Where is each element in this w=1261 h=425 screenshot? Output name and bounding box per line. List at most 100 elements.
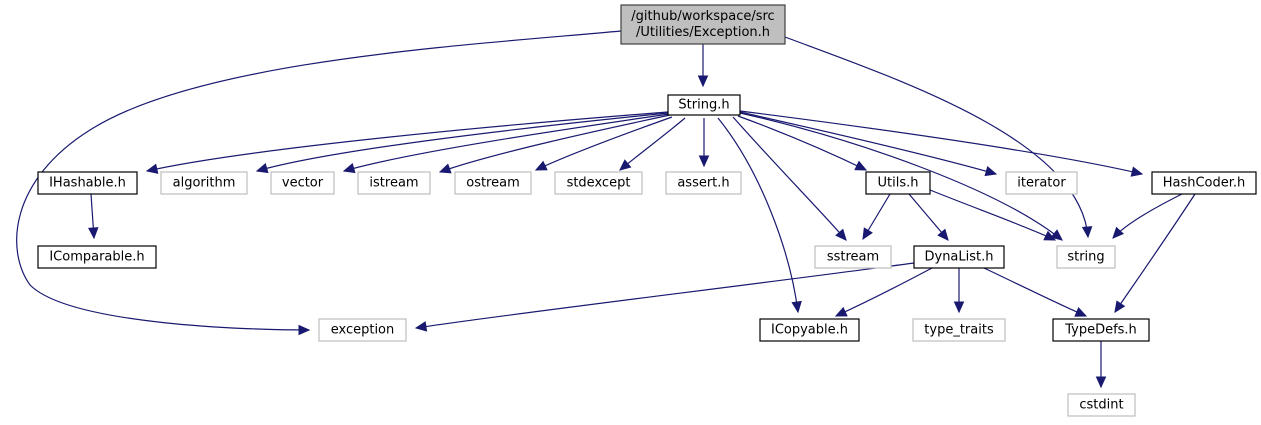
node-box (357, 171, 431, 195)
node-istream: istream (357, 171, 431, 195)
edge-String-to-iterator (739, 111, 998, 177)
edge-line (739, 112, 1063, 241)
edge-String-to-ostream (534, 116, 673, 171)
edge-String-to-istream (438, 114, 671, 174)
node-box (454, 171, 532, 195)
edge-Utils-to-DynaList (908, 193, 949, 241)
node-box (1067, 393, 1136, 417)
node-assert: assert.h (665, 171, 742, 195)
arrowhead-icon (1130, 166, 1144, 177)
node-sstream: sstream (814, 245, 892, 269)
edge-line (1112, 193, 1183, 239)
arrowhead-icon (698, 155, 710, 168)
node-box (37, 171, 138, 195)
node-type-traits: type_traits (912, 318, 1006, 342)
arrowhead-icon (953, 301, 965, 314)
node-icopyable[interactable]: ICopyable.h (759, 318, 860, 342)
node-iterator: iterator (1005, 171, 1078, 195)
node-label: vector (282, 176, 324, 191)
edge-line (535, 116, 673, 171)
node-utils[interactable]: Utils.h (865, 171, 931, 195)
node-label: stdexcept (567, 176, 631, 191)
node-icomparable[interactable]: IComparable.h (37, 245, 157, 269)
node-box (814, 245, 892, 269)
node-label: type_traits (924, 323, 994, 338)
node-label: ostream (466, 176, 520, 191)
node-box (913, 245, 1005, 269)
edge-line (739, 110, 1143, 175)
arrowhead-icon (854, 160, 868, 171)
edge-TypeDefs-to-cstdint (1095, 341, 1107, 389)
edge-root-to-String (697, 44, 709, 88)
node-box (665, 171, 742, 195)
arrowhead-icon (984, 166, 998, 177)
node-ostream: ostream (454, 171, 532, 195)
arrowhead-icon (1081, 226, 1093, 239)
node-box (865, 171, 931, 195)
node-vector: vector (270, 171, 335, 195)
node-label: istream (369, 176, 418, 191)
edge-String-to-IHashable (145, 111, 669, 174)
edge-String-to-ICopyable (717, 117, 802, 314)
arrowhead-icon (255, 163, 269, 174)
edge-HashCoder-to-string (1112, 193, 1183, 239)
node-hashcoder[interactable]: HashCoder.h (1151, 171, 1257, 195)
arrowhead-icon (534, 160, 548, 171)
node-dynalist[interactable]: DynaList.h (913, 245, 1005, 269)
edge-Utils-to-string (929, 189, 1057, 241)
node-box (1056, 245, 1116, 269)
node-box (160, 171, 248, 195)
node-box (1151, 171, 1257, 195)
edge-line (732, 116, 847, 241)
arrowhead-icon (1074, 307, 1088, 317)
arrowhead-icon (438, 163, 452, 174)
node-string[interactable]: String.h (667, 94, 741, 116)
node-typedefs[interactable]: TypeDefs.h (1052, 318, 1150, 342)
edge-line (415, 262, 915, 329)
node-label: String.h (678, 98, 729, 113)
node-label: sstream (827, 250, 879, 265)
arrowhead-icon (298, 324, 311, 336)
edge-String-to-string (739, 112, 1063, 241)
arrowhead-icon (834, 306, 848, 317)
node-box (1052, 318, 1150, 342)
node-label: Utils.h (878, 176, 919, 191)
edge-line (737, 115, 867, 171)
node-ihashable[interactable]: IHashable.h (37, 171, 138, 195)
edge-line (16, 30, 622, 331)
edge-Utils-to-sstream (862, 193, 891, 241)
node-label: HashCoder.h (1163, 176, 1246, 191)
node-algorithm: algorithm (160, 171, 248, 195)
edge-String-to-sstream (732, 116, 847, 241)
node-box (554, 171, 643, 195)
arrowhead-icon (1114, 300, 1126, 314)
node-root[interactable]: /github/workspace/src/Utilities/Exceptio… (620, 4, 786, 45)
node-box (37, 245, 157, 269)
node-label: DynaList.h (924, 250, 993, 265)
edge-line (739, 111, 997, 175)
edge-String-to-stdexcept (619, 117, 686, 171)
arrowhead-icon (342, 163, 356, 174)
edge-line (619, 117, 686, 171)
node-string: string (1056, 245, 1116, 269)
node-box (1005, 171, 1078, 195)
edge-String-to-HashCoder (739, 110, 1144, 177)
edge-line (784, 36, 1089, 238)
arrowhead-icon (1112, 226, 1124, 239)
edge-line (439, 114, 671, 173)
arrowhead-icon (88, 227, 99, 240)
node-label: /Utilities/Exception.h (636, 25, 770, 40)
edge-HashCoder-to-TypeDefs (1114, 193, 1196, 314)
arrowhead-icon (862, 227, 873, 241)
edge-line (835, 267, 933, 317)
arrowhead-icon (937, 228, 949, 241)
node-label: /github/workspace/src (631, 9, 774, 24)
edge-line (983, 267, 1087, 317)
node-label: ICopyable.h (771, 323, 848, 338)
arrowhead-icon (1050, 229, 1063, 241)
node-box (912, 318, 1006, 342)
arrowhead-icon (414, 321, 428, 332)
arrowhead-icon (145, 163, 159, 174)
node-label: algorithm (173, 176, 236, 191)
